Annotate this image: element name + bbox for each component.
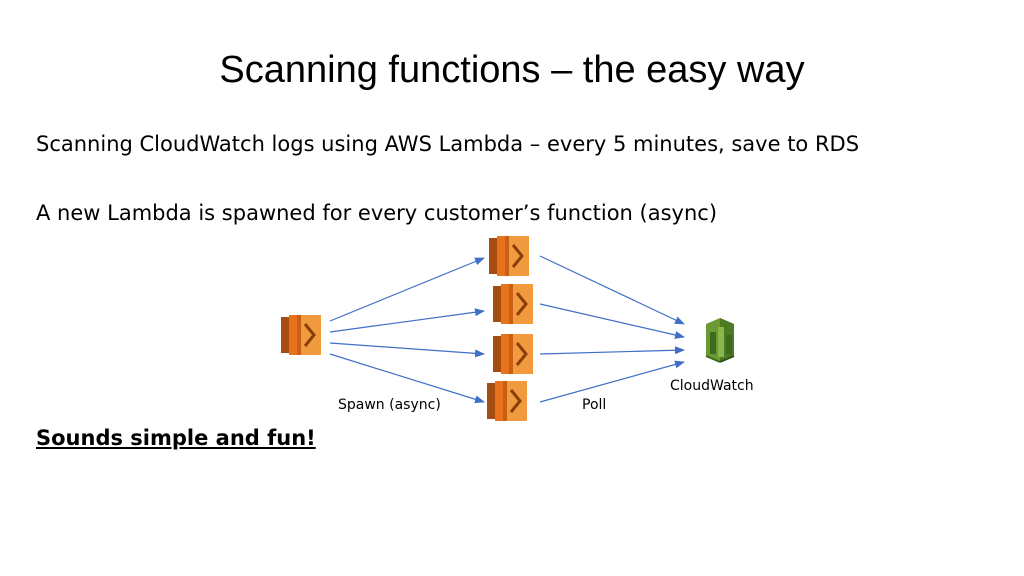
- aws-lambda-icon: [493, 334, 533, 374]
- aws-cloudwatch-icon: [705, 318, 735, 363]
- arrow-spawn-worker-4: [329, 353, 485, 404]
- closing-statement: Sounds simple and fun!: [36, 426, 316, 450]
- slide-title: Scanning functions – the easy way: [219, 49, 805, 91]
- aws-lambda-icon: [493, 284, 533, 324]
- label-cloudwatch: CloudWatch: [670, 378, 754, 394]
- aws-lambda-icon: [489, 236, 529, 276]
- aws-lambda-icon: [281, 315, 321, 355]
- arrows: [329, 255, 685, 404]
- arrow-poll-worker-1: [539, 255, 685, 325]
- arrow-poll-worker-4: [539, 360, 685, 403]
- aws-lambda-icon: [487, 381, 527, 421]
- arrow-spawn-worker-1: [329, 257, 485, 322]
- arrow-spawn-worker-2: [329, 308, 485, 333]
- label-poll: Poll: [582, 397, 606, 413]
- arrow-poll-worker-2: [539, 303, 685, 339]
- bullet-scanning-cloudwatch: Scanning CloudWatch logs using AWS Lambd…: [36, 132, 860, 156]
- arrow-poll-worker-3: [539, 346, 685, 355]
- bullet-new-lambda-spawned: A new Lambda is spawned for every custom…: [36, 201, 718, 225]
- arrow-spawn-worker-3: [329, 342, 485, 358]
- label-spawn-async: Spawn (async): [338, 397, 441, 413]
